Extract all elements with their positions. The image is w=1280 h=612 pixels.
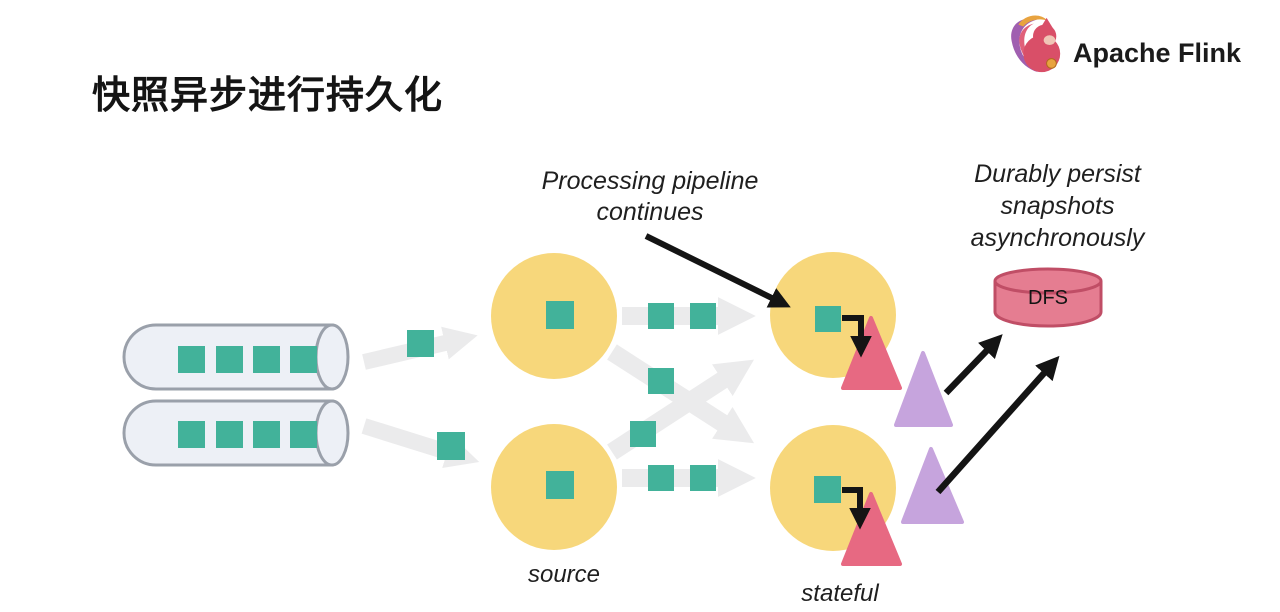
input-stream-pipe-2 — [122, 399, 350, 467]
record-square — [407, 330, 434, 357]
source-label: source — [527, 561, 601, 588]
record-square — [253, 346, 280, 373]
flink-squirrel-icon — [1011, 15, 1061, 73]
page-title: 快照异步进行持久化 — [92, 75, 444, 117]
record-square — [290, 346, 317, 373]
annotation-line: continues — [596, 198, 704, 226]
inflight-record-square — [648, 465, 674, 491]
persist-arrow-1 — [943, 334, 1003, 396]
annotation-line: snapshots — [1000, 192, 1115, 220]
header-brand: Apache Flink — [1003, 10, 1273, 80]
input-stream-pipe-1 — [122, 323, 350, 391]
operator-state-square — [546, 471, 574, 499]
state-snapshot-arrow-2 — [842, 487, 871, 530]
pipeline-continues-arrow — [644, 233, 791, 308]
dfs-label: DFS — [1028, 287, 1068, 309]
inflight-record-square — [690, 303, 716, 329]
record-square — [437, 432, 465, 460]
annotation-line: Durably persist — [974, 160, 1141, 188]
inflight-record-square — [630, 421, 656, 447]
source-operator-circle-1 — [491, 253, 617, 379]
purple-snapshot-triangle-2 — [901, 447, 964, 524]
annotation-processing-pipeline: Processing pipeline continues — [520, 166, 780, 228]
inflight-record-square — [690, 465, 716, 491]
stateful-label: stateful — [801, 580, 879, 607]
annotation-durably-persist: Durably persist snapshots asynchronously — [935, 158, 1180, 254]
persist-arrow-2 — [935, 355, 1060, 495]
operator-state-square — [814, 476, 841, 503]
record-square — [216, 421, 243, 448]
dfs-cylinder — [993, 267, 1103, 328]
annotation-line: Processing pipeline — [541, 167, 759, 195]
record-square — [290, 421, 317, 448]
operator-state-square — [546, 301, 574, 329]
operator-state-square — [815, 306, 841, 332]
record-square — [216, 346, 243, 373]
record-square — [178, 346, 205, 373]
state-snapshot-arrow-1 — [842, 315, 872, 358]
source-operator-circle-2 — [491, 424, 617, 550]
record-square — [178, 421, 205, 448]
inflight-record-square — [648, 368, 674, 394]
brand-name: Apache Flink — [1073, 38, 1242, 68]
record-square — [253, 421, 280, 448]
purple-snapshot-triangle-1 — [894, 351, 953, 427]
inflight-record-square — [648, 303, 674, 329]
annotation-line: asynchronously — [970, 224, 1145, 252]
